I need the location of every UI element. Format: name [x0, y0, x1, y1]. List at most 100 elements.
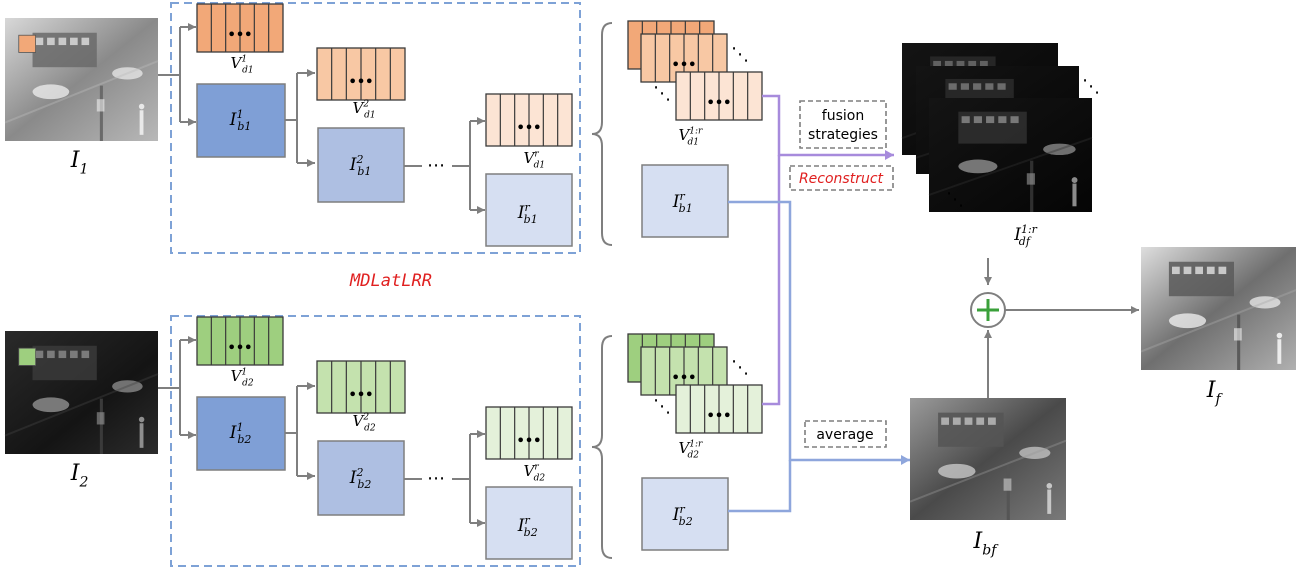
ellipsis-dots: •••: [707, 409, 732, 424]
input-image-2: [4, 331, 159, 454]
base-out-block: [641, 477, 729, 551]
label-if: If: [1206, 378, 1224, 408]
fused-output-image: [1140, 247, 1297, 370]
ellipsis-dots: •••: [672, 371, 697, 386]
fusion-strategies-box: [799, 100, 887, 149]
label-i2: I2: [70, 461, 89, 491]
diag-dots-icon: ⋱: [1082, 76, 1100, 97]
detail-vector-2: •••: [316, 47, 406, 101]
reconstruct-box: [789, 165, 894, 191]
svg-text:V1:rd2: V1:rd2: [678, 439, 703, 461]
diag-dots-icon: ⋱: [653, 396, 671, 417]
sum-node-icon: [970, 292, 1006, 328]
base-block-2: [317, 440, 405, 516]
curly-brace: [591, 335, 613, 559]
detail-vector-r: •••: [485, 406, 573, 460]
stack-vector-r: •••: [675, 384, 763, 434]
svg-text:Ibf: Ibf: [973, 529, 1000, 559]
detail-vector-r: •••: [485, 93, 573, 147]
svg-text:I1:rdf: I1:rdf: [1013, 223, 1037, 248]
diag-dots-icon: ⋱: [731, 44, 749, 65]
label-i1: I1: [70, 148, 89, 178]
diag-dots-icon: ⋱: [653, 83, 671, 104]
ellipsis-dots: •••: [349, 387, 374, 402]
svg-text:If: If: [1206, 378, 1224, 408]
module-frame: [170, 2, 581, 254]
ellipsis-dots: •••: [228, 28, 253, 43]
base-block-1: [196, 396, 286, 471]
mdlatlrr-row-1: [170, 2, 613, 254]
svg-text:I1: I1: [70, 148, 89, 178]
average-label: average: [816, 427, 873, 443]
base-fused-image: [909, 398, 1067, 520]
base-out-block: [641, 164, 729, 238]
detail-image-r: [928, 98, 1093, 212]
ellipsis-dots: •••: [672, 58, 697, 73]
base-path-1: [728, 200, 910, 465]
input-image-1: [4, 18, 159, 141]
mdlatlrr-row-2: [170, 315, 613, 567]
stack-vector-r: •••: [675, 71, 763, 121]
detail-vector-1: •••: [196, 3, 284, 53]
curly-brace: [591, 22, 613, 246]
base-block-2: [317, 127, 405, 203]
base-block-1: [196, 83, 286, 158]
ellipsis-dots: •••: [349, 74, 374, 89]
ellipsis-dots: •••: [517, 433, 542, 448]
detail-vector-1: •••: [196, 316, 284, 366]
average-box: [804, 420, 887, 448]
label-ibf: Ibf: [973, 529, 1000, 559]
base-block-r: [485, 486, 573, 560]
ellipsis-dots: •••: [517, 120, 542, 135]
detail-vector-2: •••: [316, 360, 406, 414]
base-block-r: [485, 173, 573, 247]
detail-path-2: [762, 155, 781, 406]
module-frame: [170, 315, 581, 567]
diag-dots-icon: ⋱: [946, 189, 964, 210]
reconstruct-label: Reconstruct: [799, 171, 884, 187]
module-label: MDLatLRR: [349, 271, 432, 291]
ellipsis-dots: •••: [707, 96, 732, 111]
ellipsis-icon: ⋯: [427, 155, 445, 176]
detail-path-1: [762, 94, 894, 160]
svg-text:V1:rd1: V1:rd1: [678, 126, 703, 148]
diag-dots-icon: ⋱: [731, 357, 749, 378]
ellipsis-dots: •••: [228, 341, 253, 356]
svg-text:I2: I2: [70, 461, 89, 491]
ellipsis-icon: ⋯: [427, 468, 445, 489]
base-path-2: [728, 460, 792, 513]
